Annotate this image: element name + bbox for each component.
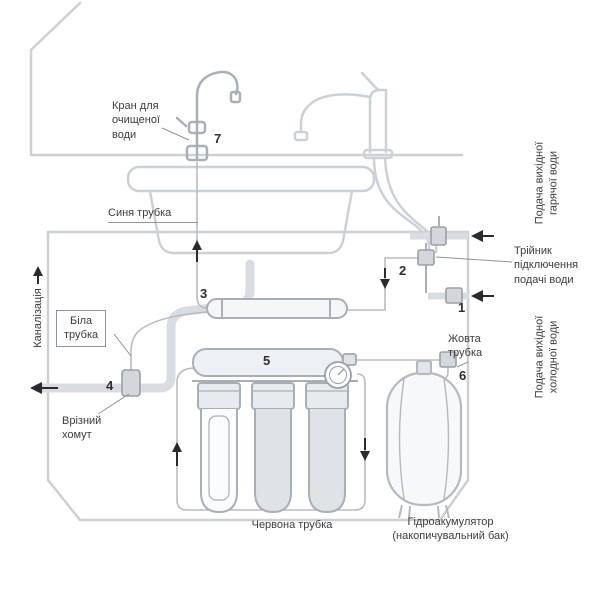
label-clean-water-tap: Кран для очищеної води xyxy=(112,100,161,141)
filter-housing-3 xyxy=(308,409,346,514)
arrow-up-blue-tube xyxy=(192,240,202,262)
part-number-2: 2 xyxy=(399,263,407,278)
part-number-6: 6 xyxy=(459,368,467,383)
label-cold-water-supply: Подача вихідної холодної води xyxy=(533,315,560,399)
tee-fitting xyxy=(417,249,435,266)
tank-fitting xyxy=(439,351,457,368)
filter-cartridge xyxy=(208,415,230,501)
arrow-up-sewage xyxy=(33,266,43,284)
membrane-housing xyxy=(206,298,348,319)
faucet-handle xyxy=(175,116,188,128)
arrow-left-drain xyxy=(30,382,58,394)
label-red-tube: Червона трубка xyxy=(251,519,333,531)
label-white-tube: Біла трубка xyxy=(56,310,107,347)
storage-tank xyxy=(385,359,463,519)
ro-system xyxy=(192,298,358,514)
part-number-4: 4 xyxy=(106,378,114,393)
label-blue-tube: Синя трубка xyxy=(108,206,198,224)
label-hot-water-supply: Подача вихідної гарячої води xyxy=(533,141,560,225)
part-number-3: 3 xyxy=(200,286,208,301)
blue-tube-line xyxy=(196,162,208,309)
sink-basin xyxy=(148,189,354,255)
faucet-base xyxy=(185,144,209,162)
purified-water-faucet xyxy=(175,70,242,162)
tank-valve xyxy=(415,359,433,376)
label-tee-connection: Трійник підключення подачі води xyxy=(514,245,579,286)
filter-cap xyxy=(197,382,241,410)
cold-fitting xyxy=(445,287,463,304)
arrow-up-red-tube xyxy=(172,442,182,466)
arrow-left-hot-supply xyxy=(471,230,494,242)
arrow-down-red-tube xyxy=(360,438,370,461)
hot-valve xyxy=(430,226,447,246)
drain-clamp xyxy=(121,369,141,397)
label-cut-in-clamp: Врізний хомут xyxy=(62,415,102,442)
label-hydroaccumulator: Гідроакумулятор (накопичувальний бак) xyxy=(392,516,509,543)
white-tube-line xyxy=(130,311,208,372)
flow-arrows xyxy=(30,230,494,466)
kitchen-faucet xyxy=(293,71,438,254)
tank-legs xyxy=(398,504,450,519)
supply-pipes xyxy=(410,216,468,368)
faucet-hose xyxy=(383,156,438,254)
sink-rim xyxy=(126,165,376,193)
arrow-left-cold-supply xyxy=(471,290,494,302)
pressure-gauge xyxy=(324,361,352,389)
counter-and-cabinet xyxy=(29,1,470,522)
label-sewage: Каналізація xyxy=(31,288,44,348)
filter-housing-1 xyxy=(200,409,238,514)
faucet-spout-tip xyxy=(229,90,242,104)
filter-housing-2 xyxy=(254,409,292,514)
part-number-1: 1 xyxy=(458,300,466,315)
faucet-hose xyxy=(372,156,431,252)
part-number-7: 7 xyxy=(214,131,222,146)
arrow-down-feed xyxy=(380,268,390,289)
label-yellow-tube: Жовта трубка xyxy=(448,333,483,360)
leader-lines xyxy=(97,127,513,415)
filter-cap xyxy=(251,382,295,410)
part-number-5: 5 xyxy=(263,353,271,368)
gauge-needle xyxy=(337,368,345,376)
